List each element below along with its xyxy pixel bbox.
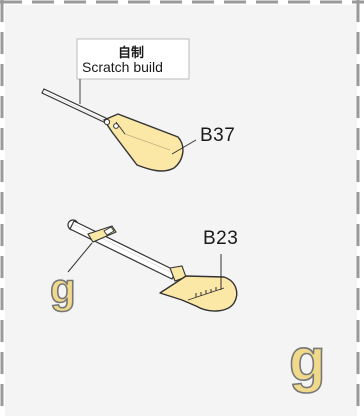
upper-shovel-blade	[103, 113, 184, 172]
part-label-b37: B37	[200, 125, 236, 146]
upper-bolt	[103, 118, 111, 126]
step-letter-leader	[67, 242, 93, 273]
part-label-b23: B23	[203, 228, 239, 249]
callout-title-cn: 自制	[118, 45, 145, 60]
lower-blade-teeth	[195, 286, 222, 297]
callout-title-en: Scratch build	[82, 59, 163, 75]
step-letter-g-inline: g	[49, 265, 76, 312]
upper-label-leader	[171, 139, 197, 155]
lower-shovel	[67, 219, 238, 312]
callout-box	[76, 38, 190, 80]
step-letter-g-corner: g	[288, 326, 326, 393]
upper-shovel	[41, 88, 197, 172]
lower-shovel-blade	[159, 275, 238, 312]
